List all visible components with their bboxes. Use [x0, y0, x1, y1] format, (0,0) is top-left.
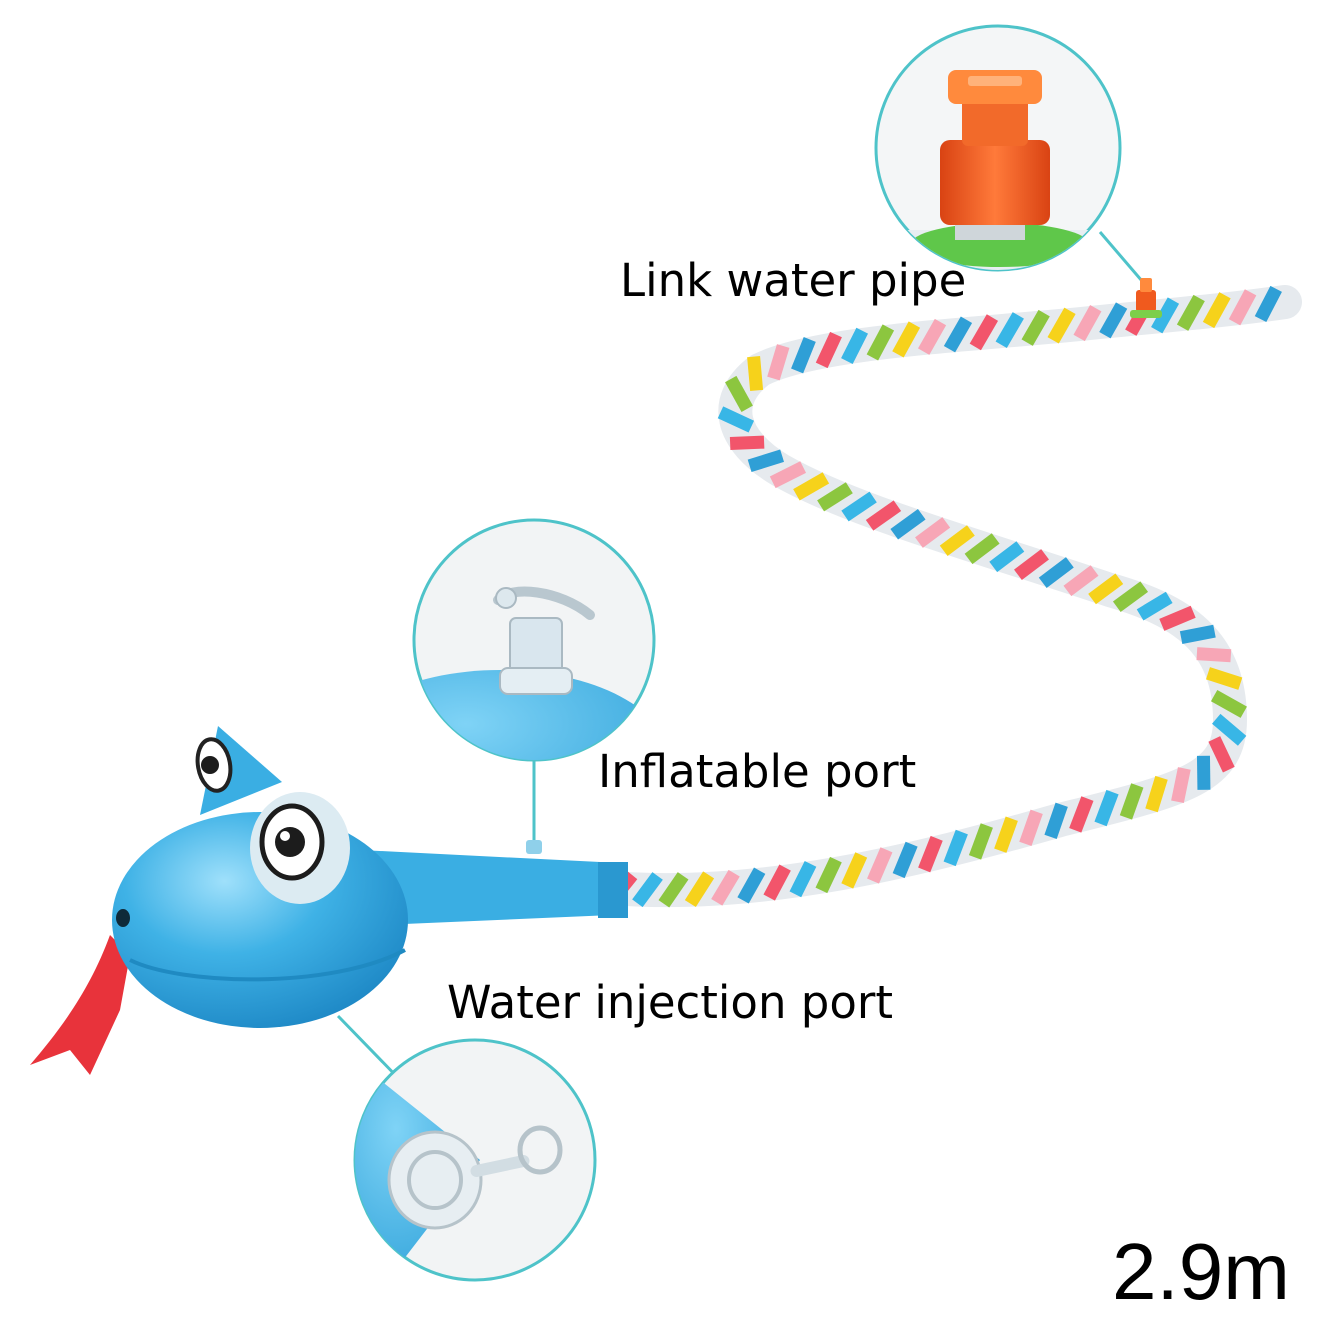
tube-stripe: [1069, 796, 1094, 833]
tube-stripe: [815, 856, 842, 894]
tube-stripe: [939, 525, 975, 557]
tube-stripe: [737, 867, 766, 904]
tube-stripe: [1044, 802, 1068, 840]
tube-stripe: [1073, 305, 1102, 342]
tube-stripe: [817, 482, 853, 512]
tube-stripe: [1099, 302, 1128, 339]
tube-stripe: [841, 327, 869, 364]
tube-stripe: [890, 508, 926, 540]
tube-stripe: [725, 375, 753, 412]
tube-stripe: [1112, 581, 1149, 613]
tube-stripe: [658, 872, 689, 908]
callout-line-link: [1098, 231, 1150, 289]
tube-stripe: [1019, 809, 1043, 847]
tube-stripe: [918, 318, 947, 355]
tube-stripe: [1151, 297, 1180, 334]
tube-stripe: [729, 435, 765, 450]
tube-stripe: [793, 472, 830, 501]
tube-stripe: [684, 871, 715, 908]
tube-stripe: [994, 816, 1018, 853]
tube-stripe: [892, 841, 918, 879]
tube-stripe: [767, 344, 790, 381]
tube-stripe: [1136, 591, 1173, 621]
tube-stripe: [968, 823, 993, 860]
tube-stripe: [1179, 624, 1216, 644]
tube-stripe: [1208, 736, 1235, 773]
tube-stripe: [841, 491, 877, 522]
tube-stripe: [867, 847, 893, 884]
tube-stripe: [1159, 605, 1196, 631]
tube-stripe: [1205, 667, 1243, 690]
tube-stripe: [1021, 309, 1050, 346]
tube-stripe: [769, 461, 807, 489]
tube-stripe: [1202, 292, 1231, 329]
closeup-water-injection-port: [353, 1038, 597, 1282]
label-length: 2.9m: [1112, 1227, 1290, 1316]
tube-stripe: [866, 324, 895, 361]
tube-stripe: [1088, 573, 1124, 605]
closeup-inflatable-port: [412, 518, 656, 762]
hose-connector-small: [1130, 278, 1162, 318]
shark-inflatable: [30, 726, 628, 1075]
tube-stripe: [632, 872, 663, 908]
tube-stripe: [1171, 767, 1191, 804]
tube-stripe: [1210, 689, 1247, 718]
tube-stripe: [964, 533, 1000, 565]
tube-stripe: [969, 314, 999, 351]
tube-stripe: [841, 852, 868, 889]
striped-sprinkler-tube: [595, 285, 1302, 908]
tube-stripe: [995, 312, 1024, 349]
tube-stripe: [1228, 289, 1257, 326]
tube-stripe: [711, 869, 740, 906]
tube-stripe: [1047, 307, 1076, 344]
tube-stripe: [717, 406, 755, 433]
tube-stripe: [1038, 557, 1074, 589]
tube-stripe: [892, 321, 921, 358]
closeup-link-water-pipe: [874, 24, 1122, 272]
tube-stripe: [763, 864, 791, 901]
tube-stripe: [1196, 755, 1211, 790]
tube-stripe: [1145, 775, 1168, 813]
tube-stripe: [815, 331, 842, 369]
tube-stripe: [1063, 565, 1099, 597]
label-link-water-pipe: Link water pipe: [620, 254, 967, 307]
label-inflatable-port: Inflatable port: [598, 745, 917, 798]
tube-stripe: [918, 835, 943, 873]
tube-stripe: [1119, 783, 1144, 820]
tube-stripe: [747, 449, 785, 473]
tube-stripe: [943, 316, 973, 353]
tube-stripe: [1176, 294, 1205, 331]
tube-stripe: [791, 337, 816, 374]
tube-stripe: [1254, 285, 1282, 323]
tube-stripe: [789, 860, 817, 898]
tube-stripe: [747, 356, 764, 392]
label-water-injection-port: Water injection port: [447, 976, 894, 1029]
tube-stripe: [1212, 713, 1247, 746]
tube-stripe: [1094, 789, 1119, 827]
tube-stripe: [989, 541, 1025, 573]
tube-stripe: [1196, 647, 1232, 663]
tube-stripe: [865, 500, 902, 531]
tube-stripe: [1014, 549, 1049, 581]
tube-stripe: [915, 517, 951, 548]
tube-stripe: [943, 829, 968, 867]
